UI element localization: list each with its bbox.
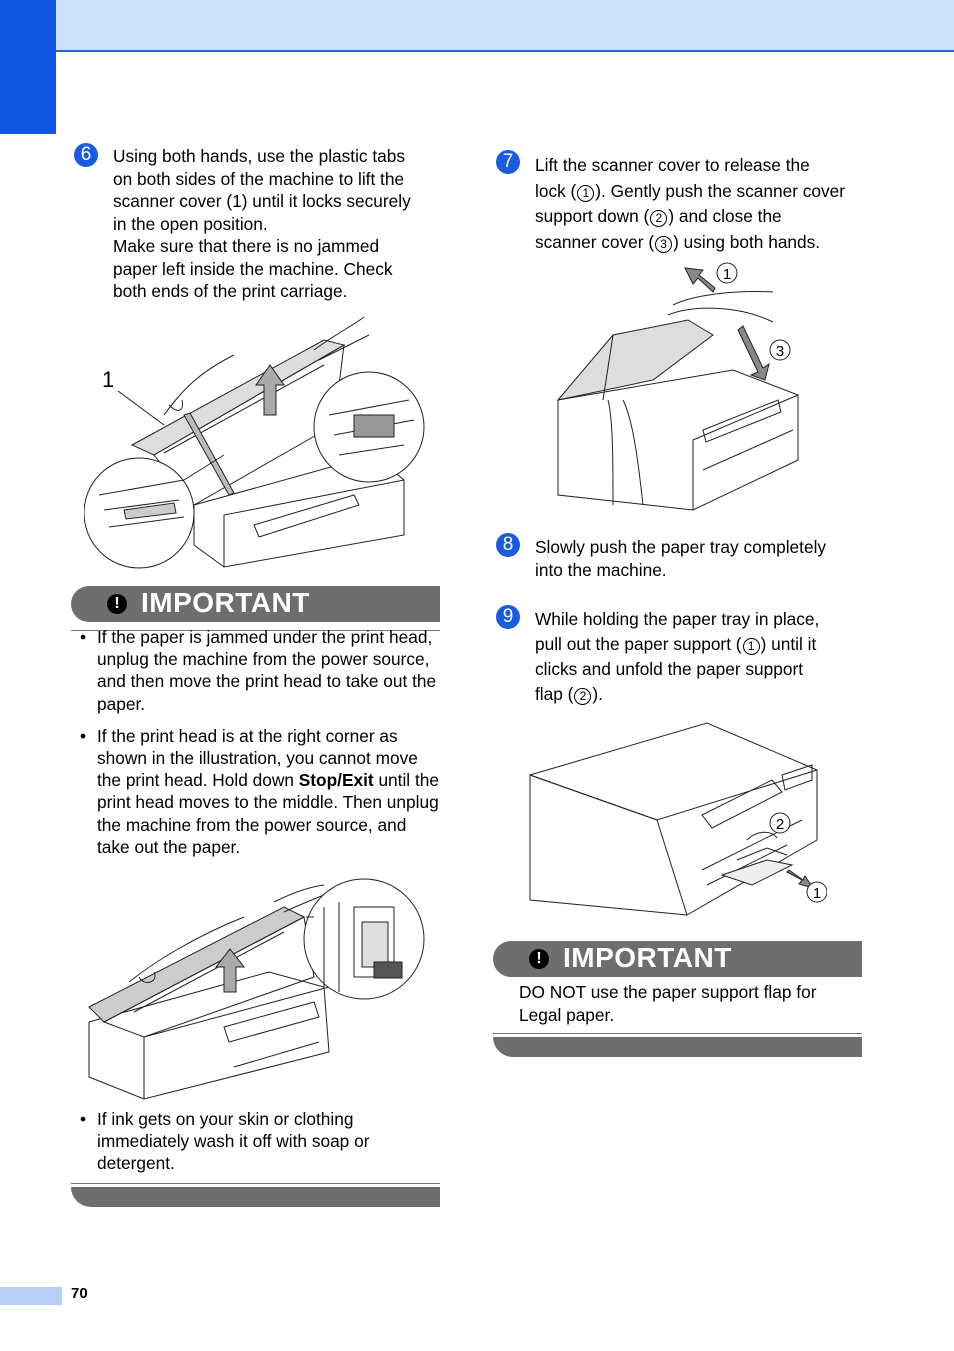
list-item-text: If the paper is jammed under the print h… <box>97 627 437 714</box>
step-6-illustration: 1 <box>84 305 429 570</box>
callout-3: 3 <box>776 343 784 360</box>
bullet-mark: • <box>80 725 87 746</box>
important-footer-left <box>71 1186 440 1207</box>
text-line: both ends of the print carriage. <box>113 281 348 301</box>
text-run: ). <box>592 684 603 704</box>
callout-2: 2 <box>776 816 784 833</box>
list-item-text: If the print head is at the right corner… <box>97 725 418 791</box>
circled-number: 1 <box>742 638 760 655</box>
callout-1: 1 <box>813 885 821 902</box>
text-run: ). Gently push the scanner cover <box>595 180 846 201</box>
text-line: Slowly push the paper tray completely <box>535 537 827 557</box>
text-line: Lift the scanner cover to release the <box>535 155 810 175</box>
circled-number: 1 <box>577 184 595 202</box>
circled-number: 3 <box>655 235 673 253</box>
step-7-text: Lift the scanner cover to release the lo… <box>535 153 865 255</box>
list-item-text: until the print head moves to the middle… <box>97 770 439 857</box>
list-item: • If the paper is jammed under the print… <box>71 626 443 715</box>
text-line: support down (2) and close the <box>535 204 865 230</box>
list-item: • If the print head is at the right corn… <box>71 725 443 858</box>
button-name-stop-exit: Stop/Exit <box>298 770 374 791</box>
step-9-text: While holding the paper tray in place, p… <box>535 607 865 707</box>
text-line: into the machine. <box>535 559 667 580</box>
page-number-tab <box>0 1287 62 1305</box>
callout-1: 1 <box>102 367 114 392</box>
step-9-illustration: 2 1 <box>527 720 827 920</box>
circled-number: 2 <box>574 688 592 705</box>
important-list-left-continued: • If ink gets on your skin or clothing i… <box>71 1108 443 1185</box>
print-head-illustration <box>84 877 429 1102</box>
text-line: scanner cover (1) until it locks securel… <box>113 191 411 211</box>
text-line: clicks and unfold the paper support <box>535 659 804 679</box>
list-item: • If ink gets on your skin or clothing i… <box>71 1108 443 1175</box>
text-run: pull out the paper support ( <box>535 634 742 654</box>
text-line: Make sure that there is no jammed <box>113 236 380 256</box>
list-item-text: If ink gets on your skin or clothing imm… <box>97 1109 370 1174</box>
text-line: While holding the paper tray in place, <box>535 609 820 629</box>
divider <box>71 1183 440 1184</box>
important-list-left: • If the paper is jammed under the print… <box>71 626 443 868</box>
step-6-badge: 6 <box>74 143 98 167</box>
important-right-text: DO NOT use the paper support flap for Le… <box>519 982 817 1025</box>
important-title: IMPORTANT <box>563 942 732 973</box>
text-line: lock (1). Gently push the scanner cover <box>535 179 865 205</box>
header-band <box>0 0 954 52</box>
chapter-tab <box>0 0 56 134</box>
warning-icon: ! <box>107 594 127 614</box>
warning-icon: ! <box>529 949 549 969</box>
circled-number: 2 <box>650 210 668 227</box>
text-line: on both sides of the machine to lift the <box>113 168 405 189</box>
text-run: ) until it <box>760 634 817 654</box>
important-header-left: ! IMPORTANT <box>71 586 440 622</box>
text-line: paper left inside the machine. Check <box>113 258 393 279</box>
step-9-badge: 9 <box>496 605 520 629</box>
important-title: IMPORTANT <box>141 587 310 618</box>
text-line: scanner cover (3) using both hands. <box>535 230 865 256</box>
text-line: pull out the paper support (1) until it <box>535 632 865 657</box>
bullet-mark: • <box>80 627 87 647</box>
step-8-text: Slowly push the paper tray completely in… <box>535 536 865 581</box>
important-footer-right <box>493 1036 862 1057</box>
text-run: lock ( <box>535 180 577 201</box>
divider <box>493 1033 862 1034</box>
step-7-illustration: 1 2 3 <box>553 260 808 520</box>
text-line: Using both hands, use the plastic tabs <box>113 146 406 166</box>
text-run: ) using both hands. <box>673 231 821 252</box>
step-6-text: Using both hands, use the plastic tabs o… <box>113 145 443 303</box>
text-run: support down ( <box>535 206 650 226</box>
text-run: flap ( <box>535 684 574 704</box>
callout-1: 1 <box>723 266 731 283</box>
important-header-right: ! IMPORTANT <box>493 941 862 977</box>
text-line: in the open position. <box>113 213 268 234</box>
page-number: 70 <box>71 1285 88 1302</box>
text-line: flap (2). <box>535 682 865 707</box>
step-8-badge: 8 <box>496 533 520 557</box>
text-run: ) and close the <box>668 206 782 226</box>
text-run: scanner cover ( <box>535 231 655 252</box>
bullet-mark: • <box>80 1109 87 1129</box>
divider <box>71 630 440 631</box>
step-7-badge: 7 <box>496 150 520 174</box>
